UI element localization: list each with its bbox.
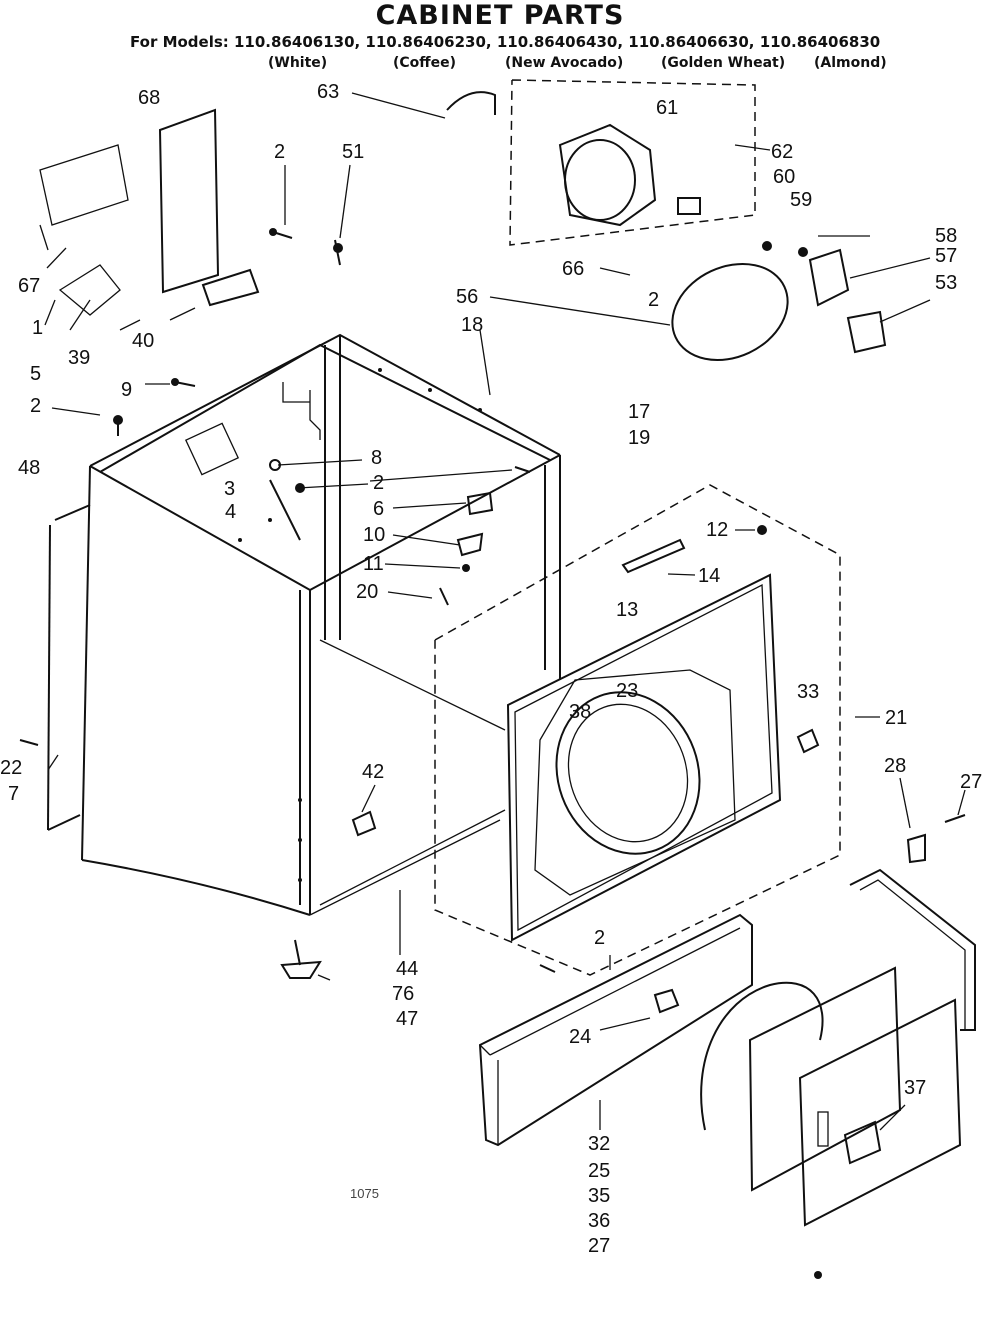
leader-lines xyxy=(39,92,966,1131)
label-40: 40 xyxy=(132,330,154,352)
label-39: 39 xyxy=(68,347,90,369)
label-28: 28 xyxy=(884,755,906,777)
toe-panel xyxy=(478,913,753,1147)
label-2d: 2 xyxy=(373,472,384,494)
label-61: 61 xyxy=(656,97,678,119)
label-25: 25 xyxy=(588,1160,610,1182)
label-5: 5 xyxy=(30,363,41,385)
footer-code: 1075 xyxy=(350,1186,379,1201)
label-1a: 1 xyxy=(32,317,43,339)
label-22: 22 xyxy=(0,757,22,779)
label-56: 56 xyxy=(456,286,478,308)
variant-golden-wheat: (Golden Wheat) xyxy=(661,55,786,71)
label-37: 37 xyxy=(904,1077,926,1099)
label-48: 48 xyxy=(18,457,40,479)
label-53: 53 xyxy=(935,272,957,294)
label-42: 42 xyxy=(362,761,384,783)
control-components xyxy=(39,79,887,362)
label-24: 24 xyxy=(569,1026,591,1048)
label-2a: 2 xyxy=(274,141,285,163)
label-51: 51 xyxy=(342,141,364,163)
cabinet-body xyxy=(47,333,561,916)
variant-new-avocado: (New Avocado) xyxy=(505,55,624,71)
label-4: 4 xyxy=(225,501,236,523)
label-36: 36 xyxy=(588,1210,610,1232)
label-12: 12 xyxy=(706,519,728,541)
label-27a: 27 xyxy=(960,771,982,793)
label-63: 63 xyxy=(317,81,339,103)
label-33: 33 xyxy=(797,681,819,703)
label-17: 17 xyxy=(628,401,650,423)
page-title: CABINET PARTS xyxy=(375,0,625,31)
variant-white: (White) xyxy=(268,55,328,71)
label-76: 76 xyxy=(392,983,414,1005)
label-68: 68 xyxy=(138,87,160,109)
label-58: 58 xyxy=(935,225,957,247)
label-38: 38 xyxy=(569,701,591,723)
label-60: 60 xyxy=(773,166,795,188)
label-9: 9 xyxy=(121,379,132,401)
label-66: 66 xyxy=(562,258,584,280)
label-2b: 2 xyxy=(648,289,659,311)
label-23: 23 xyxy=(616,680,638,702)
label-32: 32 xyxy=(588,1133,610,1155)
label-21: 21 xyxy=(885,707,907,729)
label-57: 57 xyxy=(935,245,957,267)
label-3: 3 xyxy=(224,478,235,500)
label-67: 67 xyxy=(18,275,40,297)
front-panel-assembly xyxy=(434,484,841,976)
label-27b: 27 xyxy=(588,1235,610,1257)
label-14: 14 xyxy=(698,565,720,587)
label-11: 11 xyxy=(363,553,384,575)
door-assembly xyxy=(700,868,976,1227)
part-labels: 68 63 61 62 60 59 2 51 67 1 5 39 40 58 5… xyxy=(0,81,982,1257)
variant-coffee: (Coffee) xyxy=(393,55,457,71)
label-59: 59 xyxy=(790,189,812,211)
label-2e: 2 xyxy=(594,927,605,949)
label-19: 19 xyxy=(628,427,650,449)
label-62: 62 xyxy=(771,141,793,163)
label-10: 10 xyxy=(363,524,385,546)
label-7: 7 xyxy=(8,783,19,805)
hardware-parts xyxy=(19,228,966,1279)
label-44: 44 xyxy=(396,958,418,980)
label-13: 13 xyxy=(616,599,638,621)
label-18: 18 xyxy=(461,314,483,336)
label-6: 6 xyxy=(373,498,384,520)
models-line: For Models: 110.86406130, 110.86406230, … xyxy=(130,33,881,51)
label-35: 35 xyxy=(588,1185,610,1207)
variant-almond: (Almond) xyxy=(814,55,887,71)
label-47: 47 xyxy=(396,1008,418,1030)
label-20: 20 xyxy=(356,581,378,603)
label-8: 8 xyxy=(371,447,382,469)
label-2c: 2 xyxy=(30,395,41,417)
